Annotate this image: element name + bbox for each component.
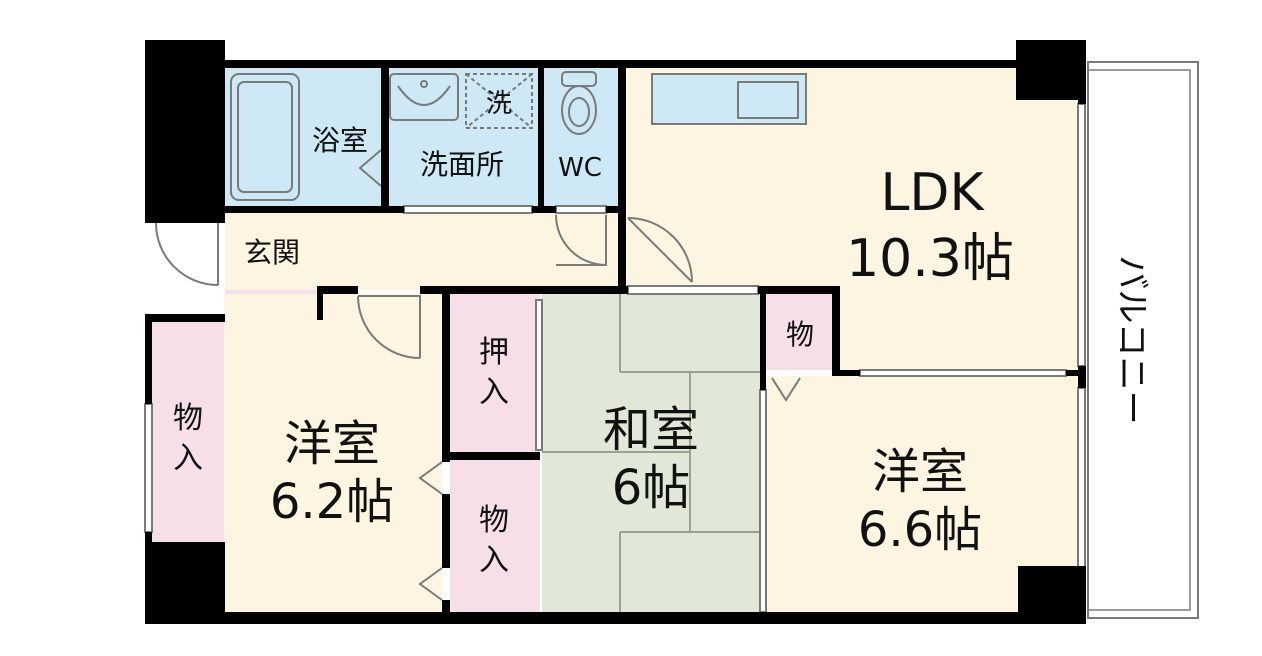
ldk-name-label: LDK — [880, 163, 985, 223]
closet-left-label-2: 入 — [173, 441, 203, 476]
closet-left-label-1: 物 — [173, 401, 203, 436]
walls — [145, 40, 1086, 624]
wc-fill — [538, 68, 618, 206]
bathtub-inner-icon — [237, 81, 293, 193]
ldk-fill — [625, 68, 1085, 370]
entrance-fill — [225, 213, 625, 290]
labels: 浴室 洗 洗面所 WC 玄関 LDK 10.3帖 物 物 入 押 入 物 入 洋… — [173, 89, 1152, 578]
balcony-fill — [1088, 62, 1198, 618]
washer-label: 洗 — [486, 89, 512, 119]
oshiire-label-2: 入 — [479, 375, 509, 410]
toilet-icon — [561, 71, 597, 135]
bathtub-icon — [230, 73, 300, 201]
western-left-name-label: 洋室 — [284, 416, 380, 472]
doors — [155, 214, 801, 601]
western-left-size-label: 6.2帖 — [270, 474, 394, 530]
ldk-door-icon — [627, 217, 693, 283]
oshiire-label-1: 押 — [479, 335, 509, 370]
closet-mid-door-a-icon — [418, 461, 443, 495]
washroom-fill — [381, 68, 538, 206]
fixtures — [230, 71, 807, 201]
washitsu-name-label: 和室 — [603, 402, 699, 458]
washer-icon — [465, 73, 533, 129]
western-right-size-label: 6.6帖 — [858, 502, 982, 558]
storage-ldk-fill — [766, 290, 838, 370]
sink-icon — [389, 73, 459, 121]
western-right-name-label: 洋室 — [872, 444, 968, 500]
storage-ldk-label: 物 — [786, 318, 814, 351]
wc-label: WC — [558, 153, 602, 183]
front-door-icon — [155, 222, 219, 286]
room-left-door-icon — [357, 295, 421, 359]
closet-mid-door-b-icon — [418, 567, 443, 601]
ldk-size-label: 10.3帖 — [846, 229, 1014, 289]
tatami-lines — [542, 294, 760, 612]
closet-mid-label-2: 入 — [479, 543, 509, 578]
bath-fill — [225, 68, 381, 206]
washroom-label: 洗面所 — [420, 148, 504, 181]
closet-mid-fill — [450, 460, 540, 612]
bath-door-icon — [358, 149, 382, 187]
kitchen-counter-icon — [651, 73, 807, 125]
entrance-label: 玄関 — [244, 236, 300, 269]
western-left-fill — [224, 294, 442, 612]
closet-left-fill — [152, 322, 224, 542]
closet-mid-label-1: 物 — [479, 503, 509, 538]
bath-label: 浴室 — [312, 124, 368, 157]
washitsu-size-label: 6帖 — [612, 460, 691, 516]
storage-door-icon — [771, 377, 801, 402]
wc-door-icon — [555, 214, 607, 266]
room-fills — [152, 62, 1198, 618]
balcony-inner-outline — [1087, 69, 1191, 611]
oshiire-fill — [450, 294, 540, 452]
balcony-label: バルコニー — [1112, 255, 1152, 424]
